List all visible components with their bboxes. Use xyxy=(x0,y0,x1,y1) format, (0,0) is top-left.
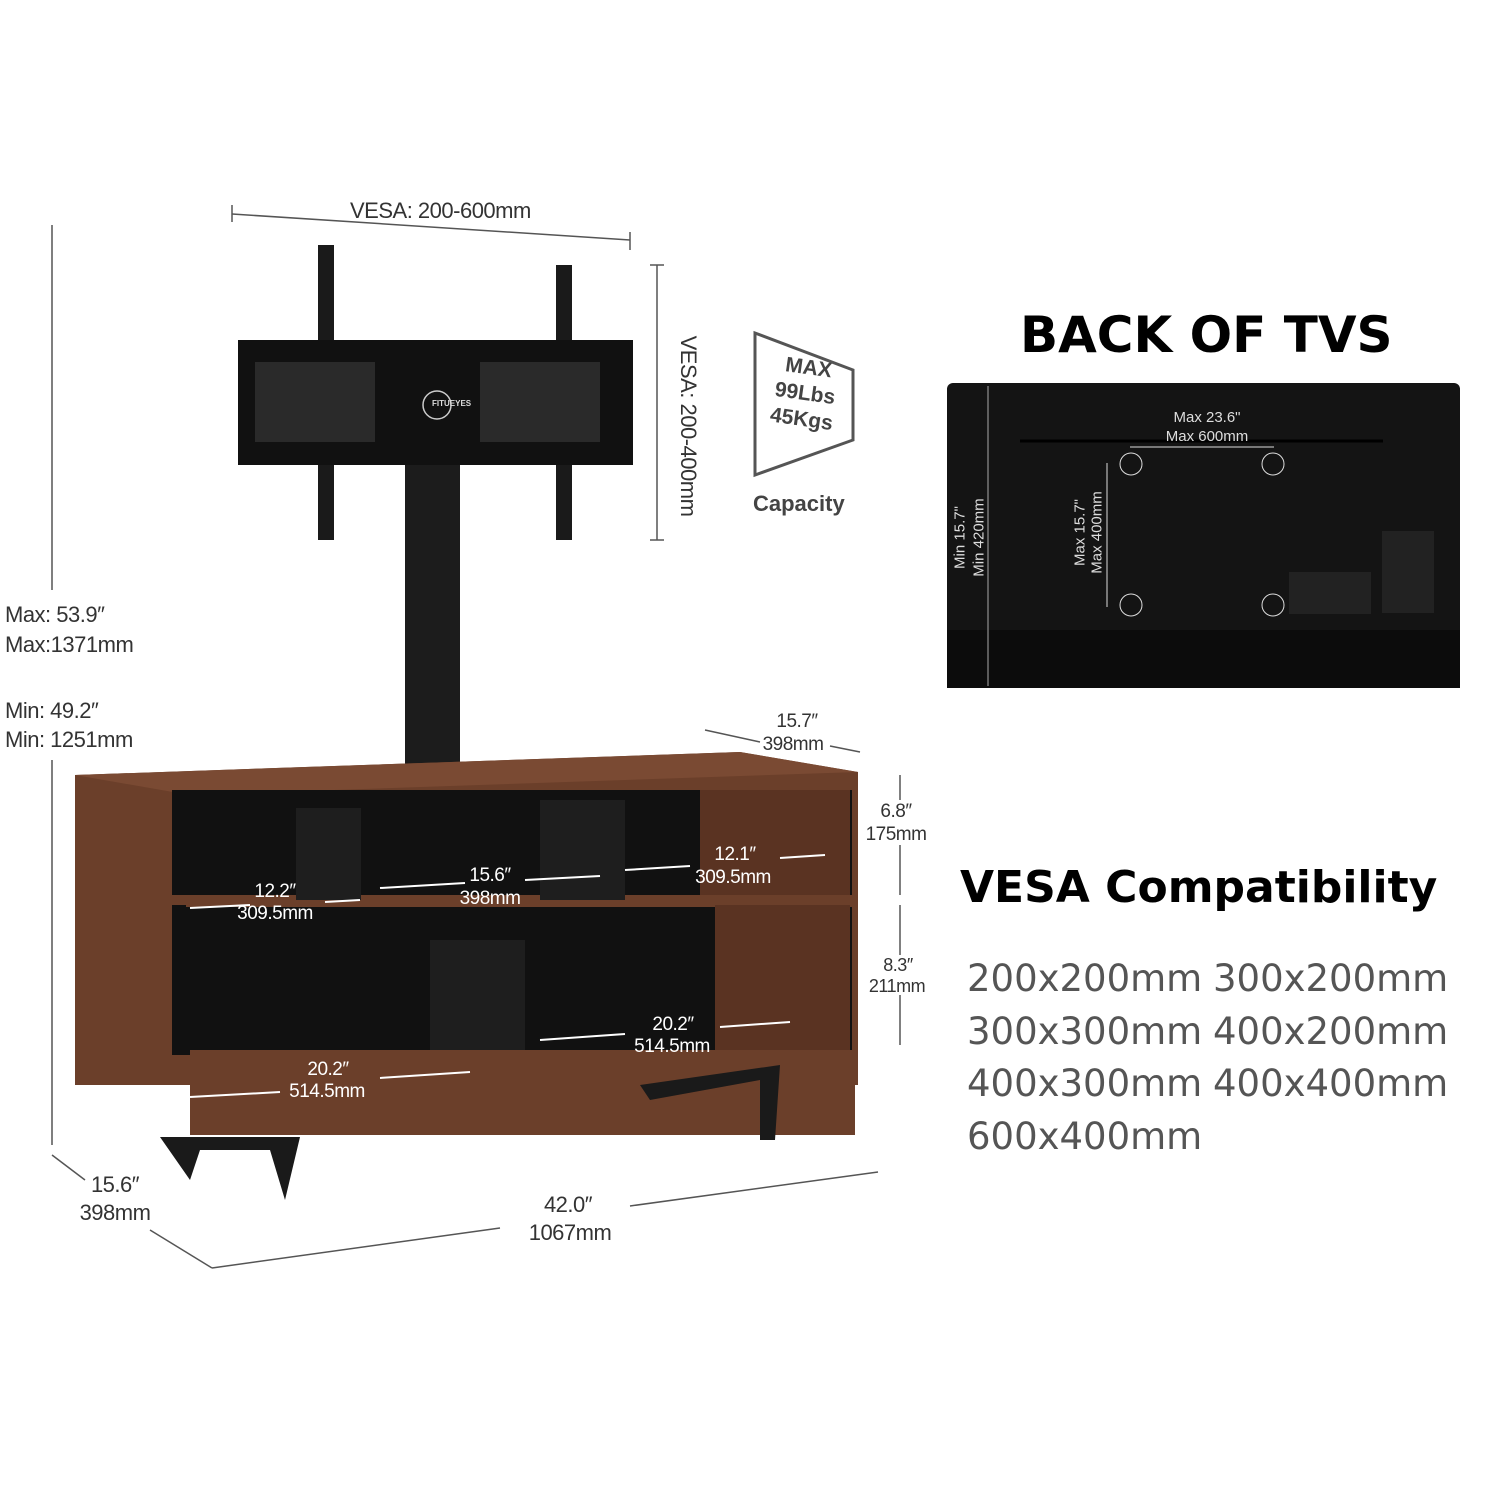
upper-height-in: 6.8″ xyxy=(880,801,912,822)
upper-right-mm: 309.5mm xyxy=(695,867,771,888)
depth-mm: 398mm xyxy=(79,1200,151,1225)
dimension-lines xyxy=(51,205,901,1269)
top-depth-mm: 398mm xyxy=(762,734,824,755)
lower-height-mm: 211mm xyxy=(868,976,926,996)
tv-max-width-mm: Max 600mm xyxy=(1165,428,1249,445)
tv-max-width-in: Max 23.6" xyxy=(1173,409,1241,426)
tv-min-height-in: Min 15.7" xyxy=(951,506,969,569)
capacity-values: MAX 99Lbs 45Kgs xyxy=(755,349,855,439)
lower-right-in: 20.2″ xyxy=(652,1014,694,1035)
lower-left-mm: 514.5mm xyxy=(289,1081,365,1102)
vesa-width-label: VESA: 200-600mm xyxy=(350,198,531,223)
capacity-label: Capacity xyxy=(753,491,845,516)
upper-left-mm: 309.5mm xyxy=(237,903,313,924)
top-depth-in: 15.7″ xyxy=(776,711,818,732)
upper-left-in: 12.2″ xyxy=(254,881,296,902)
lower-right-mm: 514.5mm xyxy=(634,1036,710,1057)
lower-left-in: 20.2″ xyxy=(307,1059,349,1080)
width-in: 42.0″ xyxy=(543,1192,593,1217)
vesa-size: 400x400mm xyxy=(1213,1062,1449,1105)
vesa-compat-title: VESA Compatibility xyxy=(960,862,1438,913)
tv-max-height-in: Max 15.7" xyxy=(1071,498,1089,567)
height-max-mm: Max:1371mm xyxy=(5,632,134,657)
depth-in: 15.6″ xyxy=(90,1172,140,1197)
capacity-badge xyxy=(753,330,855,478)
vesa-size: 300x200mm xyxy=(1213,957,1449,1000)
vesa-size: 200x200mm xyxy=(967,957,1203,1000)
tv-min-height-mm: Min 420mm xyxy=(970,498,988,577)
vesa-size: 600x400mm xyxy=(967,1115,1203,1158)
fitueyes-logo: FITUEYES xyxy=(432,399,472,408)
tv-mount xyxy=(238,245,633,765)
upper-right-in: 12.1″ xyxy=(714,844,756,865)
cabinet xyxy=(75,752,858,1200)
upper-mid-in: 15.6″ xyxy=(469,865,511,886)
lower-height-in: 8.3″ xyxy=(883,955,913,975)
tv-back-title: BACK OF TVS xyxy=(1020,306,1393,364)
vesa-size: 400x300mm xyxy=(967,1062,1203,1105)
height-min-mm: Min: 1251mm xyxy=(5,727,133,752)
vesa-size: 300x300mm xyxy=(967,1010,1203,1053)
vesa-height-label: VESA: 200-400mm xyxy=(676,335,701,517)
height-max-in: Max: 53.9″ xyxy=(5,602,105,627)
width-mm: 1067mm xyxy=(528,1220,612,1245)
tv-max-height-mm: Max 400mm xyxy=(1088,491,1106,574)
shelf-dimension-lines xyxy=(189,854,826,1098)
upper-height-mm: 175mm xyxy=(865,824,927,845)
vesa-size: 400x200mm xyxy=(1213,1010,1449,1053)
tv-back-image xyxy=(947,383,1460,688)
upper-mid-mm: 398mm xyxy=(459,888,521,909)
height-min-in: Min: 49.2″ xyxy=(5,698,99,723)
